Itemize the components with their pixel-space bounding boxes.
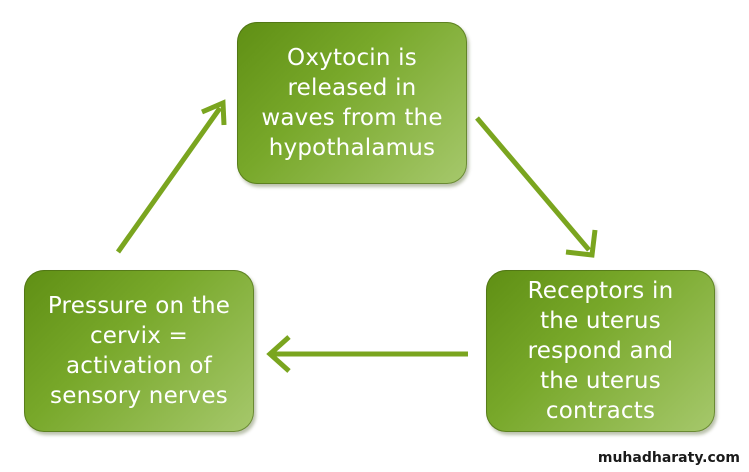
node-oxytocin-release-label: Oxytocin is released in waves from the h… — [261, 45, 443, 161]
node-uterus-contracts-label: Receptors in the uterus respond and the … — [527, 278, 674, 424]
node-uterus-contracts: Receptors in the uterus respond and the … — [486, 270, 715, 432]
node-cervix-pressure-label: Pressure on the cervix = activation of s… — [47, 293, 231, 409]
node-oxytocin-release: Oxytocin is released in waves from the h… — [237, 22, 467, 184]
node-cervix-pressure: Pressure on the cervix = activation of s… — [24, 270, 254, 432]
arrow-left-to-top — [115, 99, 227, 254]
watermark-text: muhadharaty.com — [597, 450, 740, 466]
arrow-right-to-left — [266, 335, 468, 373]
arrow-top-to-right — [475, 116, 598, 258]
